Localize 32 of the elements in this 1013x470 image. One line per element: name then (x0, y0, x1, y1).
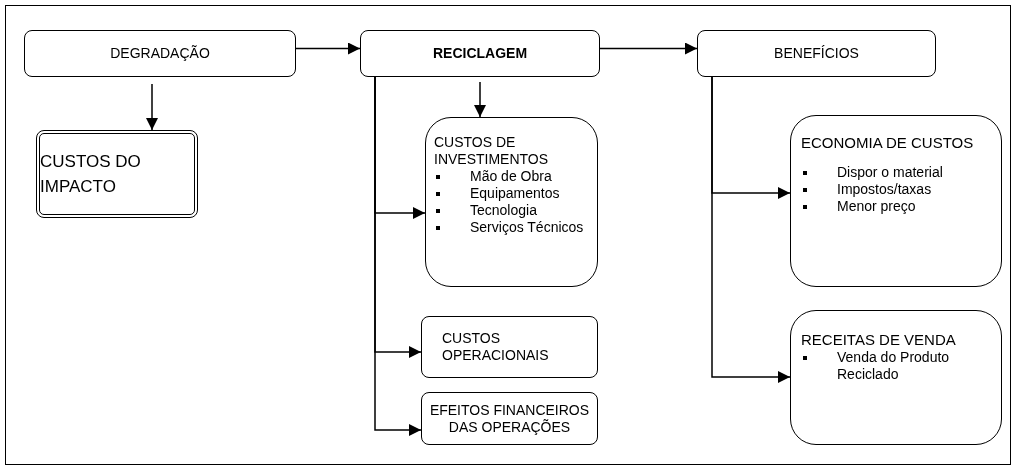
list-item: Equipamentos (470, 185, 560, 202)
list-item: Dispor o material (837, 164, 943, 181)
list-item: Venda do Produto Reciclado (837, 349, 951, 383)
arrow (146, 83, 158, 131)
arrow (711, 76, 791, 383)
list-item: Serviços Técnicos (470, 219, 584, 236)
arrow (374, 76, 422, 436)
box-title: CUSTOS OPERACIONAIS (442, 330, 550, 364)
cost-box (421, 392, 598, 445)
list-item: Impostos/taxas (837, 181, 932, 198)
benefit-box (790, 310, 1002, 445)
stage-box (697, 30, 936, 77)
box-title: RECEITAS DE VENDA (801, 331, 957, 349)
box-title: DEGRADAÇÃO (110, 44, 210, 63)
box-title: CUSTOS DE INVESTIMENTOS (434, 134, 550, 168)
box-title: EFEITOS FINANCEIROS DAS OPERAÇÕES (428, 401, 591, 436)
list-item: Tecnologia (470, 202, 537, 219)
cost-box (425, 117, 598, 287)
stage-box (360, 30, 600, 77)
benefit-box (790, 115, 1002, 287)
cost-box (36, 130, 198, 218)
box-title: BENEFÍCIOS (774, 44, 859, 63)
list-item: Mão de Obra (470, 168, 552, 185)
arrow (295, 42, 361, 55)
stage-box (24, 30, 296, 77)
arrow (599, 42, 698, 55)
list-item: Menor preço (837, 198, 916, 215)
box-title: ECONOMIA DE CUSTOS (801, 134, 975, 152)
arrow (474, 81, 486, 118)
box-title: CUSTOS DO IMPACTO (40, 150, 142, 198)
box-title: RECICLAGEM (432, 44, 528, 63)
cost-box (421, 316, 598, 378)
